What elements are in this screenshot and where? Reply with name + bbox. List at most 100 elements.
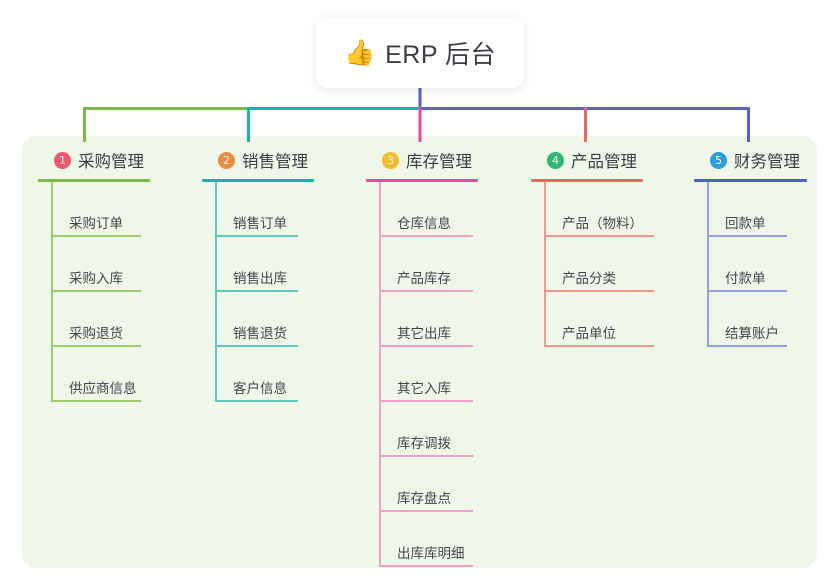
list-item[interactable]: 采购入库 xyxy=(38,237,188,292)
branch-column-inventory[interactable]: 3 库存管理 仓库信息 产品库存 其它出库 其它入库 库存调拨 库存盘点 xyxy=(366,148,516,567)
list-item[interactable]: 仓库信息 xyxy=(366,182,516,237)
list-item-rule xyxy=(544,345,654,347)
list-item[interactable]: 采购订单 xyxy=(38,182,188,237)
column-header-rule xyxy=(694,179,807,182)
list-item-label: 回款单 xyxy=(725,216,766,231)
column-spine xyxy=(51,182,53,402)
column-number-badge: 5 xyxy=(710,151,727,169)
list-item-rule xyxy=(51,290,141,292)
column-number-badge: 2 xyxy=(218,151,235,169)
list-item[interactable]: 库存调拨 xyxy=(366,402,516,457)
column-number-badge: 1 xyxy=(54,151,71,169)
column-spine xyxy=(379,182,381,567)
list-item[interactable]: 销售订单 xyxy=(202,182,352,237)
list-item-rule xyxy=(51,235,141,237)
column-header[interactable]: 4 产品管理 xyxy=(531,148,686,172)
list-item[interactable]: 销售退货 xyxy=(202,292,352,347)
list-item-rule xyxy=(215,345,298,347)
list-item-label: 采购退货 xyxy=(69,326,123,341)
column-header[interactable]: 3 库存管理 xyxy=(366,148,516,172)
list-item-label: 产品单位 xyxy=(562,326,616,341)
column-title: 销售管理 xyxy=(242,153,308,171)
column-item-list: 销售订单 销售出库 销售退货 客户信息 xyxy=(202,182,352,402)
list-item-label: 结算账户 xyxy=(725,326,779,341)
list-item-rule xyxy=(379,400,473,402)
list-item-label: 仓库信息 xyxy=(397,216,451,231)
list-item-rule xyxy=(51,400,141,402)
list-item[interactable]: 供应商信息 xyxy=(38,347,188,402)
list-item-label: 产品库存 xyxy=(397,271,451,286)
branch-column-sales[interactable]: 2 销售管理 销售订单 销售出库 销售退货 客户信息 xyxy=(202,148,352,402)
branch-column-finance[interactable]: 5 财务管理 回款单 付款单 结算账户 xyxy=(694,148,824,347)
list-item-rule xyxy=(707,235,787,237)
list-item[interactable]: 产品单位 xyxy=(531,292,686,347)
column-spine xyxy=(707,182,709,347)
thumbs-up-icon: 👍 xyxy=(343,38,376,67)
column-item-list: 回款单 付款单 结算账户 xyxy=(694,182,824,347)
list-item-rule xyxy=(379,455,473,457)
column-item-list: 产品（物料） 产品分类 产品单位 xyxy=(531,182,686,347)
list-item-rule xyxy=(544,290,654,292)
list-item-rule xyxy=(379,290,473,292)
column-number-badge: 3 xyxy=(382,151,399,169)
list-item-label: 产品（物料） xyxy=(562,216,643,231)
list-item-label: 产品分类 xyxy=(562,271,616,286)
list-item-rule xyxy=(379,345,473,347)
list-item[interactable]: 其它入库 xyxy=(366,347,516,402)
list-item[interactable]: 销售出库 xyxy=(202,237,352,292)
list-item-rule xyxy=(707,290,787,292)
list-item-label: 出库库明细 xyxy=(397,546,465,561)
list-item[interactable]: 客户信息 xyxy=(202,347,352,402)
list-item-label: 库存盘点 xyxy=(397,491,451,506)
list-item[interactable]: 产品（物料） xyxy=(531,182,686,237)
column-header[interactable]: 1 采购管理 xyxy=(38,148,188,172)
root-node-title: ERP 后台 xyxy=(385,41,497,69)
list-item-rule xyxy=(544,235,654,237)
list-item-rule xyxy=(51,345,141,347)
list-item-rule xyxy=(215,290,298,292)
root-node-erp-backend[interactable]: 👍 ERP 后台 xyxy=(316,18,524,88)
column-spine xyxy=(544,182,546,347)
list-item-label: 库存调拨 xyxy=(397,436,451,451)
column-number-badge: 4 xyxy=(547,151,564,169)
list-item[interactable]: 出库库明细 xyxy=(366,512,516,567)
list-item[interactable]: 回款单 xyxy=(694,182,824,237)
list-item[interactable]: 结算账户 xyxy=(694,292,824,347)
list-item-label: 销售退货 xyxy=(233,326,287,341)
list-item-rule xyxy=(215,235,298,237)
column-title: 产品管理 xyxy=(571,153,637,171)
list-item-label: 采购订单 xyxy=(69,216,123,231)
list-item[interactable]: 产品分类 xyxy=(531,237,686,292)
list-item[interactable]: 产品库存 xyxy=(366,237,516,292)
branch-column-purchasing[interactable]: 1 采购管理 采购订单 采购入库 采购退货 供应商信息 xyxy=(38,148,188,402)
column-title: 财务管理 xyxy=(734,153,800,171)
column-header[interactable]: 5 财务管理 xyxy=(694,148,824,172)
branch-column-product[interactable]: 4 产品管理 产品（物料） 产品分类 产品单位 xyxy=(531,148,686,347)
column-spine xyxy=(215,182,217,402)
column-header-rule xyxy=(366,179,478,182)
column-header-rule xyxy=(531,179,643,182)
column-header-rule xyxy=(38,179,150,182)
list-item-label: 其它出库 xyxy=(397,326,451,341)
list-item-label: 其它入库 xyxy=(397,381,451,396)
column-header-rule xyxy=(202,179,314,182)
list-item-rule xyxy=(379,565,473,567)
list-item-rule xyxy=(707,345,787,347)
list-item-label: 客户信息 xyxy=(233,381,287,396)
list-item[interactable]: 付款单 xyxy=(694,237,824,292)
column-title: 采购管理 xyxy=(78,153,144,171)
list-item[interactable]: 其它出库 xyxy=(366,292,516,347)
list-item[interactable]: 库存盘点 xyxy=(366,457,516,512)
list-item-label: 付款单 xyxy=(725,271,766,286)
list-item-rule xyxy=(379,235,473,237)
column-item-list: 仓库信息 产品库存 其它出库 其它入库 库存调拨 库存盘点 出库库明细 xyxy=(366,182,516,567)
list-item-label: 销售订单 xyxy=(233,216,287,231)
list-item-label: 销售出库 xyxy=(233,271,287,286)
list-item-rule xyxy=(379,510,473,512)
list-item-rule xyxy=(215,400,298,402)
list-item[interactable]: 采购退货 xyxy=(38,292,188,347)
list-item-label: 供应商信息 xyxy=(69,381,137,396)
list-item-label: 采购入库 xyxy=(69,271,123,286)
column-header[interactable]: 2 销售管理 xyxy=(202,148,352,172)
diagram-panel-background xyxy=(22,136,817,568)
